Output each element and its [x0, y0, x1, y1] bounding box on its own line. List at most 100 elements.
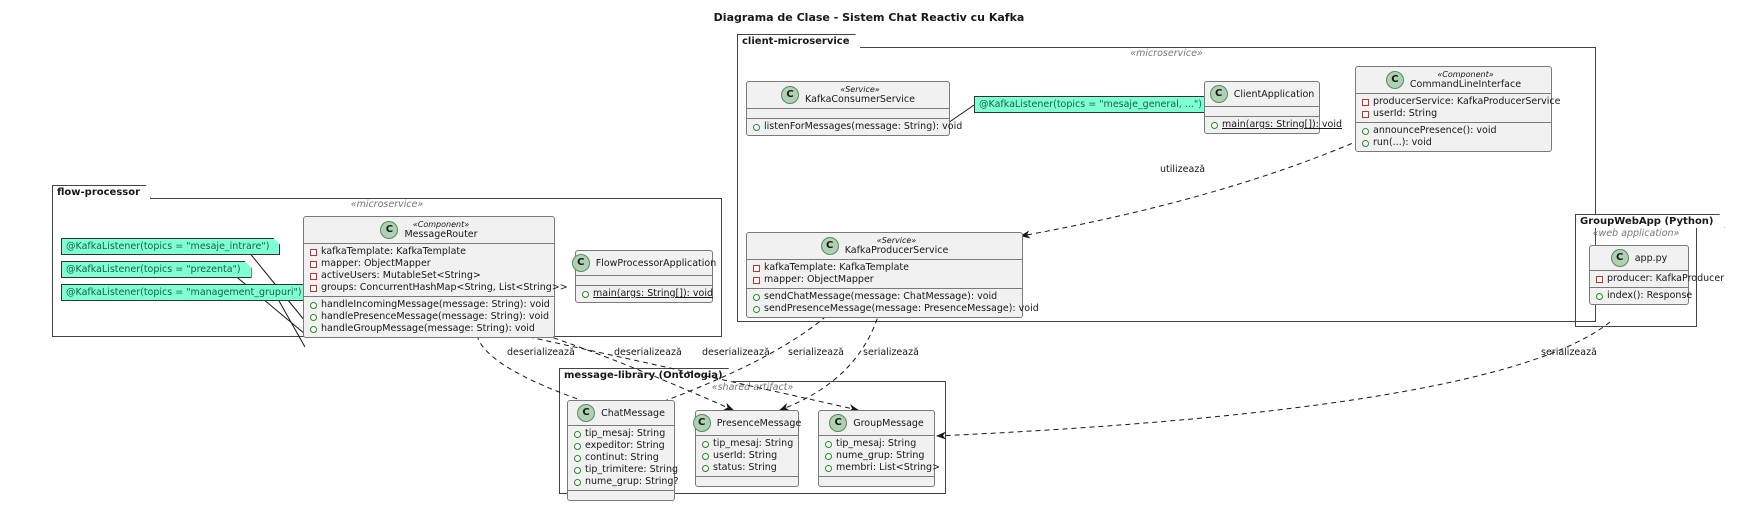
- package-stereotype: «microservice»: [1130, 48, 1203, 59]
- class-header: C PresenceMessage: [692, 411, 801, 435]
- class-field: tip_mesaj: String: [825, 438, 928, 450]
- field-text: nume_grup: String?: [585, 476, 679, 487]
- private-visibility-icon: [310, 248, 317, 256]
- method-text: listenForMessages(message: String): void: [764, 121, 963, 132]
- class-icon: C: [692, 414, 711, 432]
- class-icon: C: [781, 86, 800, 104]
- method-text: run(...): void: [1373, 137, 1432, 148]
- class-method: index(): Response: [1596, 290, 1692, 302]
- private-visibility-icon: [1362, 98, 1369, 106]
- class-field: membri: List<String>: [825, 462, 940, 474]
- edge-label-uses: utilizează: [1160, 164, 1206, 175]
- class-method: listenForMessages(message: String): void: [753, 121, 962, 133]
- public-visibility-icon: [574, 478, 581, 486]
- class-title: app.py: [1635, 253, 1668, 264]
- field-text: mapper: ObjectMapper: [321, 258, 431, 269]
- class-stereotype: «Component»: [1437, 70, 1494, 79]
- class-method: handlePresenceMessage(message: String): …: [310, 311, 549, 323]
- edge-label-ser: serializează: [788, 347, 844, 358]
- field-text: kafkaTemplate: KafkaTemplate: [764, 262, 909, 273]
- class-field: tip_trimitere: String: [574, 464, 678, 476]
- class-name: ChatMessage: [601, 407, 665, 419]
- note-connector: [226, 268, 306, 335]
- class-icon: C: [571, 254, 590, 272]
- class-field: nume_grup: String: [825, 450, 928, 462]
- package-stereotype: «microservice»: [350, 199, 424, 210]
- class-field: kafkaTemplate: KafkaTemplate: [753, 262, 1016, 274]
- class-title: ClientApplication: [1234, 89, 1315, 100]
- method-text: sendChatMessage(message: ChatMessage): v…: [764, 291, 998, 302]
- class-methods: [696, 476, 798, 486]
- edge-ser-group: [936, 321, 1611, 440]
- field-text: tip_mesaj: String: [585, 428, 666, 439]
- class-title: «Service»KafkaConsumerService: [805, 85, 915, 105]
- class-header: C FlowProcessorApplication: [571, 251, 716, 275]
- class-name: CommandLineInterface: [1409, 79, 1522, 90]
- class-title: GroupMessage: [853, 418, 924, 429]
- class-title: PresenceMessage: [717, 418, 802, 429]
- note-kafka-listener-prezenta: @KafkaListener(topics = "prezenta"): [61, 261, 252, 278]
- public-visibility-icon: [702, 440, 709, 448]
- class-title: «Component»CommandLineInterface: [1410, 70, 1521, 90]
- package-group-web-app: GroupWebApp (Python) «web application»: [1575, 227, 1697, 327]
- edge-label-deser: deserializează: [702, 347, 770, 358]
- note-connector: [243, 245, 306, 322]
- public-visibility-icon: [310, 325, 317, 333]
- method-text: index(): Response: [1607, 290, 1693, 301]
- class-kafka-consumer-service[interactable]: C «Service»KafkaConsumerService listenForM…: [746, 81, 962, 136]
- class-icon: C: [380, 221, 399, 239]
- public-visibility-icon: [310, 313, 317, 321]
- class-header: C «Service»KafkaConsumerService: [747, 82, 949, 108]
- public-visibility-icon: [582, 290, 589, 298]
- class-header: C ClientApplication: [1205, 82, 1319, 106]
- class-field: activeUsers: MutableSet<String>: [310, 270, 548, 282]
- public-visibility-icon: [753, 293, 760, 301]
- class-field: tip_mesaj: String: [574, 428, 668, 440]
- public-visibility-icon: [1362, 139, 1369, 147]
- field-text: activeUsers: MutableSet<String>: [321, 270, 481, 281]
- edge-label-deser: deserializează: [614, 347, 682, 358]
- class-stereotype: «Service»: [876, 236, 917, 245]
- field-text: continut: String: [585, 452, 659, 463]
- class-name: GroupMessage: [853, 417, 924, 429]
- class-methods: handleIncomingMessage(message: String): …: [304, 296, 554, 337]
- private-visibility-icon: [1362, 110, 1369, 118]
- private-visibility-icon: [310, 272, 317, 280]
- class-icon: C: [1209, 85, 1228, 103]
- class-client-application[interactable]: C ClientApplication main(args: String[]): …: [1204, 81, 1342, 134]
- class-icon: C: [577, 404, 596, 422]
- class-field: nume_grup: String?: [574, 476, 679, 488]
- class-flow-processor-application[interactable]: C FlowProcessorApplication main(args: Stri…: [571, 250, 716, 303]
- field-text: kafkaTemplate: KafkaTemplate: [321, 246, 466, 257]
- class-field: expeditor: String: [574, 440, 668, 452]
- edge-label-ser: serializează: [1541, 347, 1597, 358]
- public-visibility-icon: [1596, 292, 1603, 300]
- class-method: main(args: String[]): void: [1211, 119, 1342, 131]
- edge-ser-chat: [639, 309, 834, 411]
- method-text: main(args: String[]): void: [1222, 119, 1342, 130]
- method-text: main(args: String[]): void: [593, 288, 713, 299]
- field-text: userId: String: [1373, 108, 1438, 119]
- class-header: C«Component»CommandLineInterface: [1356, 67, 1551, 93]
- class-stereotype: «Component»: [412, 220, 470, 229]
- class-fields: [576, 275, 712, 285]
- private-visibility-icon: [1596, 275, 1603, 283]
- class-methods: [568, 490, 674, 500]
- class-header: C ChatMessage: [568, 401, 674, 425]
- class-field: groups: ConcurrentHashMap<String, List<S…: [310, 282, 568, 294]
- class-name: FlowProcessorApplication: [595, 257, 717, 269]
- class-field: userId: String: [1362, 108, 1545, 120]
- public-visibility-icon: [753, 305, 760, 313]
